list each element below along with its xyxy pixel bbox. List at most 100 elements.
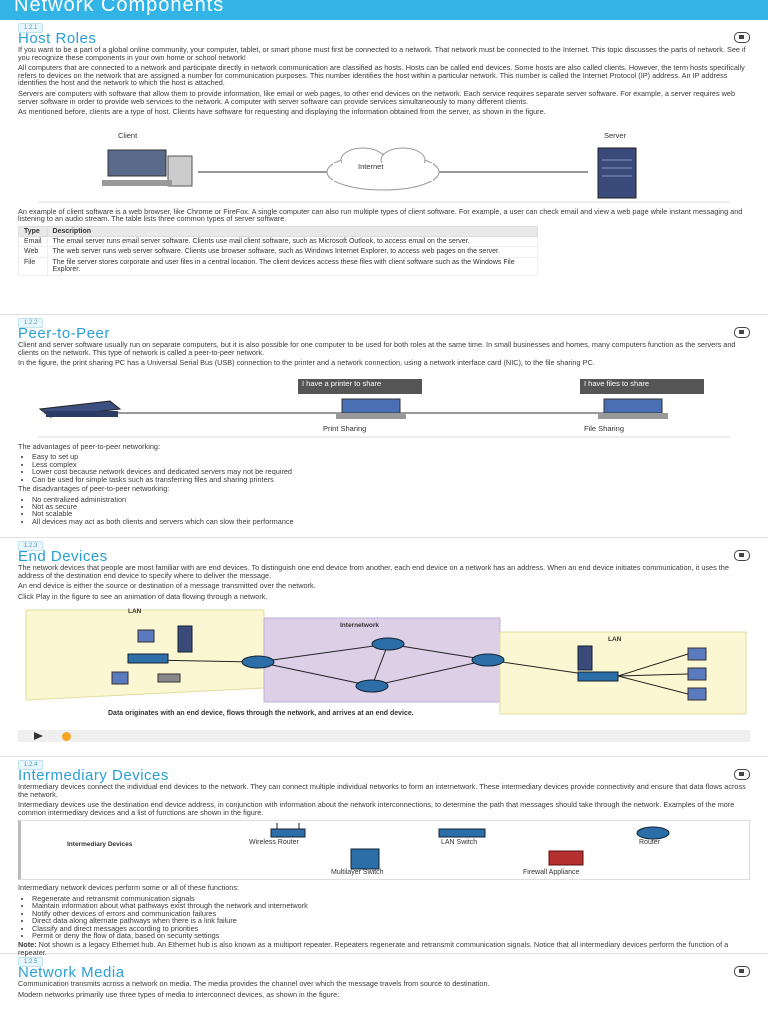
- printer-icon: [38, 400, 122, 418]
- section-peer-to-peer: 1.2.2 Peer-to-Peer Client and server sof…: [0, 315, 768, 538]
- list-item: Regenerate and retransmit communication …: [32, 895, 750, 903]
- multilayer-switch-icon: [350, 848, 380, 870]
- server-icon: [597, 147, 637, 199]
- section-intermediary-devices: 1.2.4 Intermediary Devices Intermediary …: [0, 757, 768, 956]
- table-row: Email The email server runs email server…: [18, 235, 539, 248]
- disadvantages-heading: The disadvantages of peer-to-peer networ…: [18, 484, 170, 493]
- paragraph: An end device is either the source or de…: [18, 581, 316, 591]
- switch-icon: [577, 671, 619, 682]
- description-cell: The email server runs email server softw…: [46, 235, 539, 248]
- note-paragraph: Note: Not shown is a legacy Ethernet hub…: [18, 941, 750, 956]
- list-item: Not as secure: [32, 503, 750, 511]
- router-icon: [471, 653, 505, 667]
- section-title: Network Media: [18, 964, 125, 981]
- server-icon: [577, 645, 593, 671]
- bookmark-icon[interactable]: [734, 769, 750, 780]
- internet-label: Internet: [358, 161, 384, 171]
- pc-icon: [687, 647, 707, 661]
- note-label: Note:: [18, 940, 37, 950]
- section-network-media: 1.2.5 Network Media Communication transm…: [0, 954, 768, 998]
- section-title: End Devices: [18, 548, 108, 565]
- pc-icon: [111, 671, 129, 685]
- router-icon: [241, 655, 275, 669]
- client-computer-icon: [102, 149, 193, 187]
- advantages-heading: The advantages of peer-to-peer networkin…: [18, 441, 160, 451]
- paragraph: Modern networks primarily use three type…: [18, 989, 340, 999]
- file-sharing-speech-bubble: I have files to share: [580, 378, 704, 394]
- client-label: Client: [118, 130, 138, 140]
- bookmark-icon[interactable]: [734, 327, 750, 338]
- multilayer-switch-label: Multilayer Switch: [331, 869, 384, 877]
- lan-switch-label: LAN Switch: [441, 839, 478, 847]
- server-label: Server: [604, 130, 627, 140]
- section-header: 1.2.1 Host Roles: [0, 20, 768, 47]
- section-number: 1.2.1: [18, 23, 44, 33]
- section-header: 1.2.4 Intermediary Devices: [0, 757, 768, 784]
- server-types-table: Type Description Email The email server …: [18, 225, 539, 276]
- client-server-figure: Client Internet Server: [18, 120, 750, 204]
- list-item: Less complex: [32, 460, 750, 468]
- paragraph: Intermediary devices connect the individ…: [18, 782, 746, 799]
- section-title: Host Roles: [18, 30, 97, 47]
- end-devices-animation: LAN Internetwork LAN Data originates wit…: [18, 604, 750, 727]
- lan-label: LAN: [128, 608, 142, 616]
- table-row: Web The web server runs web server softw…: [18, 246, 539, 258]
- network-flow-diagram: [25, 609, 747, 715]
- list-item: Lower cost because network devices and d…: [32, 468, 750, 476]
- list-item: Notify other devices of errors and commu…: [32, 909, 750, 917]
- column-header: Type: [18, 225, 48, 237]
- server-icon: [177, 625, 193, 653]
- note-text: Not shown is a legacy Ethernet hub. An E…: [18, 940, 729, 957]
- internetwork-label: Internetwork: [340, 622, 380, 630]
- description-cell: The file server stores corporate and use…: [46, 256, 539, 276]
- description-cell: The web server runs web server software.…: [46, 246, 539, 258]
- paragraph: Servers are computers with software that…: [18, 88, 736, 106]
- paragraph: As mentioned before, clients are a type …: [18, 107, 546, 117]
- section-number: 1.2.3: [18, 541, 44, 551]
- section-header: 1.2.2 Peer-to-Peer: [0, 315, 768, 342]
- bookmark-icon[interactable]: [734, 32, 750, 43]
- list-item: Not scalable: [32, 510, 750, 518]
- type-cell: Web: [18, 246, 48, 258]
- list-item: Direct data along alternate pathways whe…: [32, 917, 750, 925]
- paragraph: Intermediary devices use the destination…: [18, 800, 735, 817]
- paragraph: An example of client software is a web b…: [18, 206, 743, 224]
- disadvantages-list: No centralized administration Not as sec…: [32, 495, 750, 525]
- list-item: Classify and direct messages according t…: [32, 924, 750, 932]
- wireless-router-icon: [270, 823, 306, 838]
- intermediary-devices-figure: Intermediary Devices Wireless Router LAN…: [18, 820, 750, 881]
- play-icon[interactable]: [34, 732, 43, 741]
- bookmark-icon[interactable]: [734, 550, 750, 561]
- section-number: 1.2.2: [18, 318, 44, 328]
- bookmark-icon[interactable]: [734, 966, 750, 977]
- paragraph: The network devices that people are most…: [18, 563, 729, 580]
- router-icon: [636, 826, 670, 840]
- peer-to-peer-diagram: [38, 398, 730, 438]
- router-icon: [355, 679, 389, 693]
- paragraph: Client and server software usually run o…: [18, 340, 736, 357]
- progress-scrubber[interactable]: [62, 732, 71, 742]
- animation-caption: Data originates with an end device, flow…: [108, 710, 414, 718]
- paragraph: Click Play in the figure to see an anima…: [18, 591, 268, 601]
- internet-cloud-icon: [326, 147, 440, 191]
- table-row: File The file server stores corporate an…: [18, 256, 539, 276]
- intermediary-icons: [270, 823, 670, 870]
- section-title: Intermediary Devices: [18, 767, 169, 784]
- router-label: Router: [639, 839, 661, 847]
- figure-heading: Intermediary Devices: [67, 841, 133, 849]
- section-number: 1.2.5: [18, 957, 44, 967]
- paragraph: In the figure, the print sharing PC has …: [18, 358, 595, 368]
- router-icon: [371, 637, 405, 651]
- advantages-list: Easy to set up Less complex Lower cost b…: [32, 453, 750, 483]
- file-sharing-pc-icon: [598, 398, 668, 419]
- lan-label: LAN: [608, 636, 622, 644]
- animation-controls: [18, 730, 750, 743]
- section-end-devices: 1.2.3 End Devices The network devices th…: [0, 538, 768, 757]
- list-item: No centralized administration: [32, 495, 750, 503]
- list-item: Easy to set up: [32, 453, 750, 461]
- pc-icon: [687, 687, 707, 701]
- top-banner: Network Components: [0, 0, 768, 20]
- laptop-icon: [157, 673, 181, 683]
- list-item: Can be used for simple tasks such as tra…: [32, 475, 750, 483]
